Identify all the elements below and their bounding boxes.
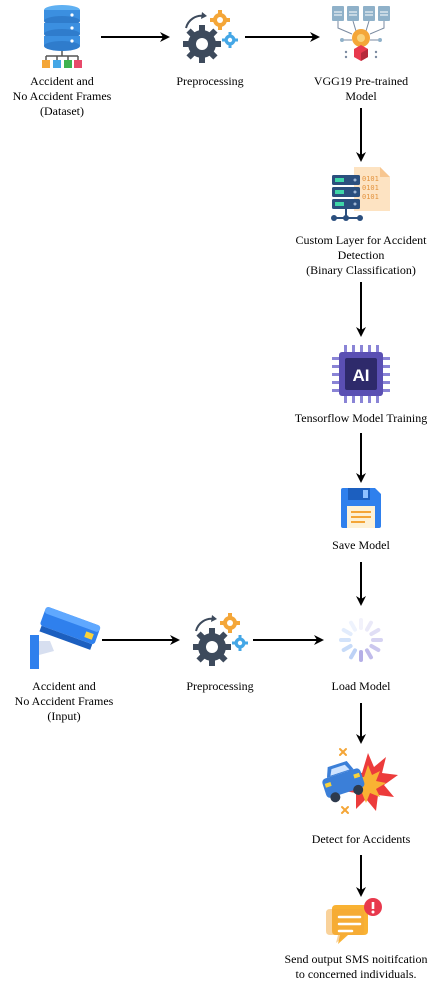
load-label: Load Model [331,679,391,693]
message-notification-icon [326,898,382,944]
server-binary-icon: 0101 0101 0101 [331,167,390,221]
ai-chip-text: AI [353,366,370,385]
detect-label: Detect for Accidents [311,832,411,846]
notify-label: Send output SMS noitifcation to concerne… [284,952,428,981]
preprocessing-top-label: Preprocessing [176,74,244,88]
svg-text:0101: 0101 [362,193,379,201]
custom-layer-label: Custom Layer for Accident Detection (Bin… [295,233,427,277]
neural-chip-icon [332,6,390,61]
cctv-camera-icon [30,607,101,669]
training-label: Tensorflow Model Training [294,411,428,425]
camera-label: Accident and No Accident Frames (Input) [14,679,114,723]
floppy-disk-icon [341,488,381,528]
save-label: Save Model [332,538,390,552]
ai-chip-icon: AI [332,345,390,403]
database-icon [42,5,82,68]
preprocessing-bottom-label: Preprocessing [186,679,254,693]
vgg19-label: VGG19 Pre-trained Model [313,74,409,103]
dataset-label: Accident and No Accident Frames (Dataset… [12,74,112,118]
svg-text:0101: 0101 [362,175,379,183]
gears-icon [183,10,238,63]
gears-icon [193,613,248,666]
svg-text:0101: 0101 [362,184,379,192]
car-crash-icon [322,748,398,814]
loading-spinner-icon [339,618,383,662]
